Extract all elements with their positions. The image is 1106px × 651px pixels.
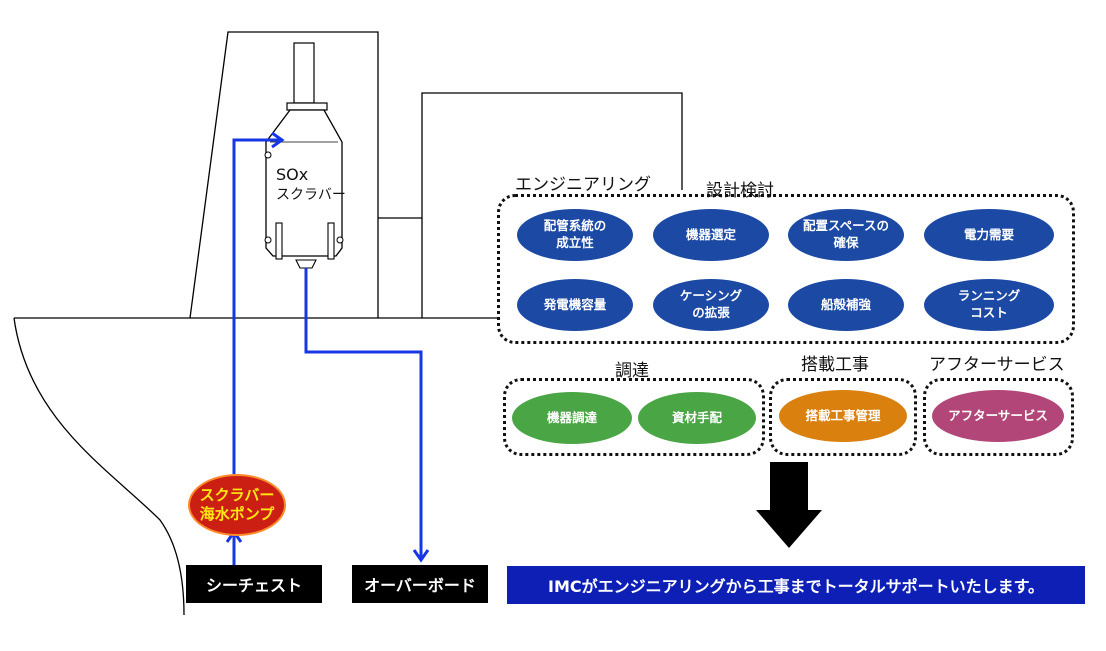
procurement-box [503,378,765,456]
item-generator-capacity: 発電機容量 [517,279,633,331]
procurement-title: 調達 [615,361,649,381]
sea-chest-label: シーチェスト [186,565,322,603]
seawater-supply-pipe [232,138,280,475]
scrubber-label-line2: スクラバー [276,186,346,203]
after-service-box [923,378,1074,456]
overboard-label: オーバーボード [352,565,488,603]
scrubber-unit [264,42,344,269]
item-installation-management: 搭載工事管理 [779,390,907,442]
discharge-pipe [304,268,423,560]
funnel-casing-outline [189,31,379,319]
item-equipment-procurement: 機器調達 [512,392,632,444]
item-power-demand: 電力需要 [924,209,1054,261]
supply-arrowhead [271,131,285,149]
scrubber-seawater-pump: スクラバー 海水ポンプ [188,474,286,536]
installation-box [769,378,917,456]
item-piping-system: 配管系統の 成立性 [517,209,633,261]
engine-room-outline [378,92,683,219]
engineering-box [497,194,1075,344]
item-after-service: アフターサービス [932,390,1064,442]
overboard-arrowhead [412,549,430,563]
item-materials-arrangement: 資材手配 [638,392,756,444]
item-hull-reinforcement: 船殻補強 [788,279,904,331]
item-casing-extension: ケーシング の拡張 [653,279,769,331]
installation-title: 搭載工事 [801,355,869,375]
support-banner: IMCがエンジニアリングから工事までトータルサポートいたします。 [507,566,1085,604]
engineering-title: エンジニアリング [515,175,651,195]
scrubber-label: SOx スクラバー [276,164,346,204]
item-running-cost: ランニング コスト [924,279,1054,331]
item-equipment-selection: 機器選定 [653,209,769,261]
after-service-title: アフターサービス [929,355,1065,375]
scrubber-label-line1: SOx [276,165,309,184]
down-arrow [756,462,822,548]
hull-outline [13,317,185,616]
item-layout-space: 配置スペースの 確保 [788,209,904,261]
